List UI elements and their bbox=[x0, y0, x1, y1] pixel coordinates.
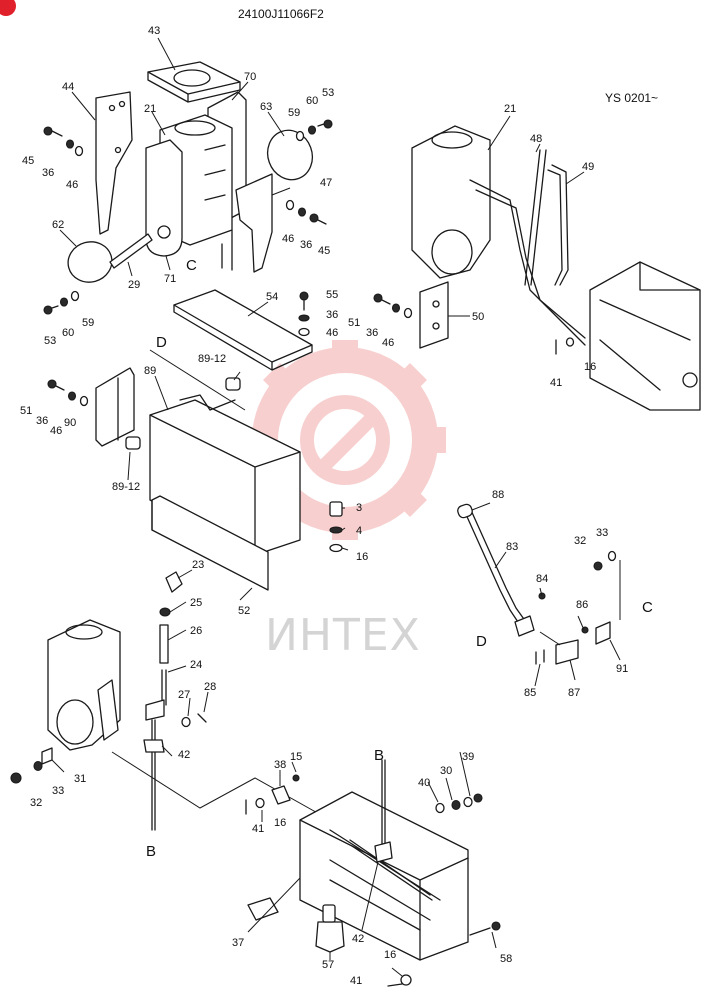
callout-60b: 60 bbox=[62, 327, 74, 339]
callout-36b: 36 bbox=[300, 239, 312, 251]
callout-88: 88 bbox=[492, 489, 504, 501]
callout-46b: 46 bbox=[282, 233, 294, 245]
callout-59b: 59 bbox=[82, 317, 94, 329]
middle-box-assembly bbox=[47, 289, 343, 591]
callout-32b: 32 bbox=[30, 797, 42, 809]
top-left-assembly bbox=[43, 61, 333, 315]
callout-40: 40 bbox=[418, 777, 430, 789]
marker-b-left: B bbox=[146, 843, 156, 860]
callout-25: 25 bbox=[190, 597, 202, 609]
callout-52: 52 bbox=[238, 605, 250, 617]
callout-36d: 36 bbox=[366, 327, 378, 339]
callout-36e: 36 bbox=[36, 415, 48, 427]
top-right-assembly bbox=[373, 125, 701, 411]
marker-c-top: C bbox=[186, 257, 197, 274]
callout-51b: 51 bbox=[20, 405, 32, 417]
callout-16c: 16 bbox=[274, 817, 286, 829]
callout-84: 84 bbox=[536, 573, 548, 585]
callout-27: 27 bbox=[178, 689, 190, 701]
callout-89-12b: 89-12 bbox=[112, 481, 140, 493]
callout-16b: 16 bbox=[356, 551, 368, 563]
callout-36: 36 bbox=[42, 167, 54, 179]
callout-59: 59 bbox=[288, 107, 300, 119]
callout-57: 57 bbox=[322, 959, 334, 971]
callout-43: 43 bbox=[148, 25, 160, 37]
callout-33b: 33 bbox=[52, 785, 64, 797]
callout-89-12: 89-12 bbox=[198, 353, 226, 365]
part-number-code: 24100J11066F2 bbox=[238, 7, 324, 21]
callout-33: 33 bbox=[596, 527, 608, 539]
callout-31: 31 bbox=[74, 773, 86, 785]
callout-labels: 43 44 70 45 36 46 21 63 59 60 53 47 71 6… bbox=[20, 25, 628, 987]
callout-70: 70 bbox=[244, 71, 256, 83]
callout-62: 62 bbox=[52, 219, 64, 231]
callout-63: 63 bbox=[260, 101, 272, 113]
marker-d-lever: D bbox=[476, 633, 487, 650]
callout-51: 51 bbox=[348, 317, 360, 329]
marker-b-right: B bbox=[374, 747, 384, 764]
marker-c-lever: C bbox=[642, 599, 653, 616]
callout-55: 55 bbox=[326, 289, 338, 301]
callout-37: 37 bbox=[232, 937, 244, 949]
callout-26: 26 bbox=[190, 625, 202, 637]
callout-47: 47 bbox=[320, 177, 332, 189]
callout-39: 39 bbox=[462, 751, 474, 763]
callout-60: 60 bbox=[306, 95, 318, 107]
callout-23: 23 bbox=[192, 559, 204, 571]
callout-44: 44 bbox=[62, 81, 74, 93]
callout-45b: 45 bbox=[318, 245, 330, 257]
callout-42b: 42 bbox=[352, 933, 364, 945]
callout-53: 53 bbox=[322, 87, 334, 99]
callout-45: 45 bbox=[22, 155, 34, 167]
bottom-left-assembly bbox=[10, 571, 331, 831]
callout-90: 90 bbox=[64, 417, 76, 429]
callout-41c: 41 bbox=[350, 975, 362, 987]
callout-58: 58 bbox=[500, 953, 512, 965]
callout-4: 4 bbox=[356, 525, 362, 537]
callout-41b: 41 bbox=[252, 823, 264, 835]
watermark-text: ИНТЕХ bbox=[265, 610, 421, 661]
marker-d-top: D bbox=[156, 334, 167, 351]
callout-46e: 46 bbox=[50, 425, 62, 437]
serial-range: YS 0201~ bbox=[605, 91, 658, 105]
callout-16: 16 bbox=[584, 361, 596, 373]
callout-16d: 16 bbox=[384, 949, 396, 961]
callout-91: 91 bbox=[616, 663, 628, 675]
callout-38: 38 bbox=[274, 759, 286, 771]
callout-83: 83 bbox=[506, 541, 518, 553]
callout-15: 15 bbox=[290, 751, 302, 763]
callout-54: 54 bbox=[266, 291, 278, 303]
callout-42: 42 bbox=[178, 749, 190, 761]
callout-50: 50 bbox=[472, 311, 484, 323]
bottom-right-assembly bbox=[245, 759, 501, 987]
callout-87: 87 bbox=[568, 687, 580, 699]
callout-46: 46 bbox=[66, 179, 78, 191]
callout-89: 89 bbox=[144, 365, 156, 377]
callout-71: 71 bbox=[164, 273, 176, 285]
callout-3: 3 bbox=[356, 502, 362, 514]
callout-24: 24 bbox=[190, 659, 202, 671]
callout-46d: 46 bbox=[382, 337, 394, 349]
callout-32: 32 bbox=[574, 535, 586, 547]
callout-28: 28 bbox=[204, 681, 216, 693]
callout-48: 48 bbox=[530, 133, 542, 145]
callout-85: 85 bbox=[524, 687, 536, 699]
callout-36c: 36 bbox=[326, 309, 338, 321]
callout-49: 49 bbox=[582, 161, 594, 173]
callout-41: 41 bbox=[550, 377, 562, 389]
callout-29: 29 bbox=[128, 279, 140, 291]
callout-30: 30 bbox=[440, 765, 452, 777]
callout-86: 86 bbox=[576, 599, 588, 611]
section-markers: C D D C B B bbox=[146, 257, 653, 860]
callout-21b: 21 bbox=[504, 103, 516, 115]
callout-46c: 46 bbox=[326, 327, 338, 339]
callout-21: 21 bbox=[144, 103, 156, 115]
callout-53b: 53 bbox=[44, 335, 56, 347]
corner-badge-icon bbox=[0, 0, 16, 16]
callout-leaders bbox=[51, 37, 621, 977]
